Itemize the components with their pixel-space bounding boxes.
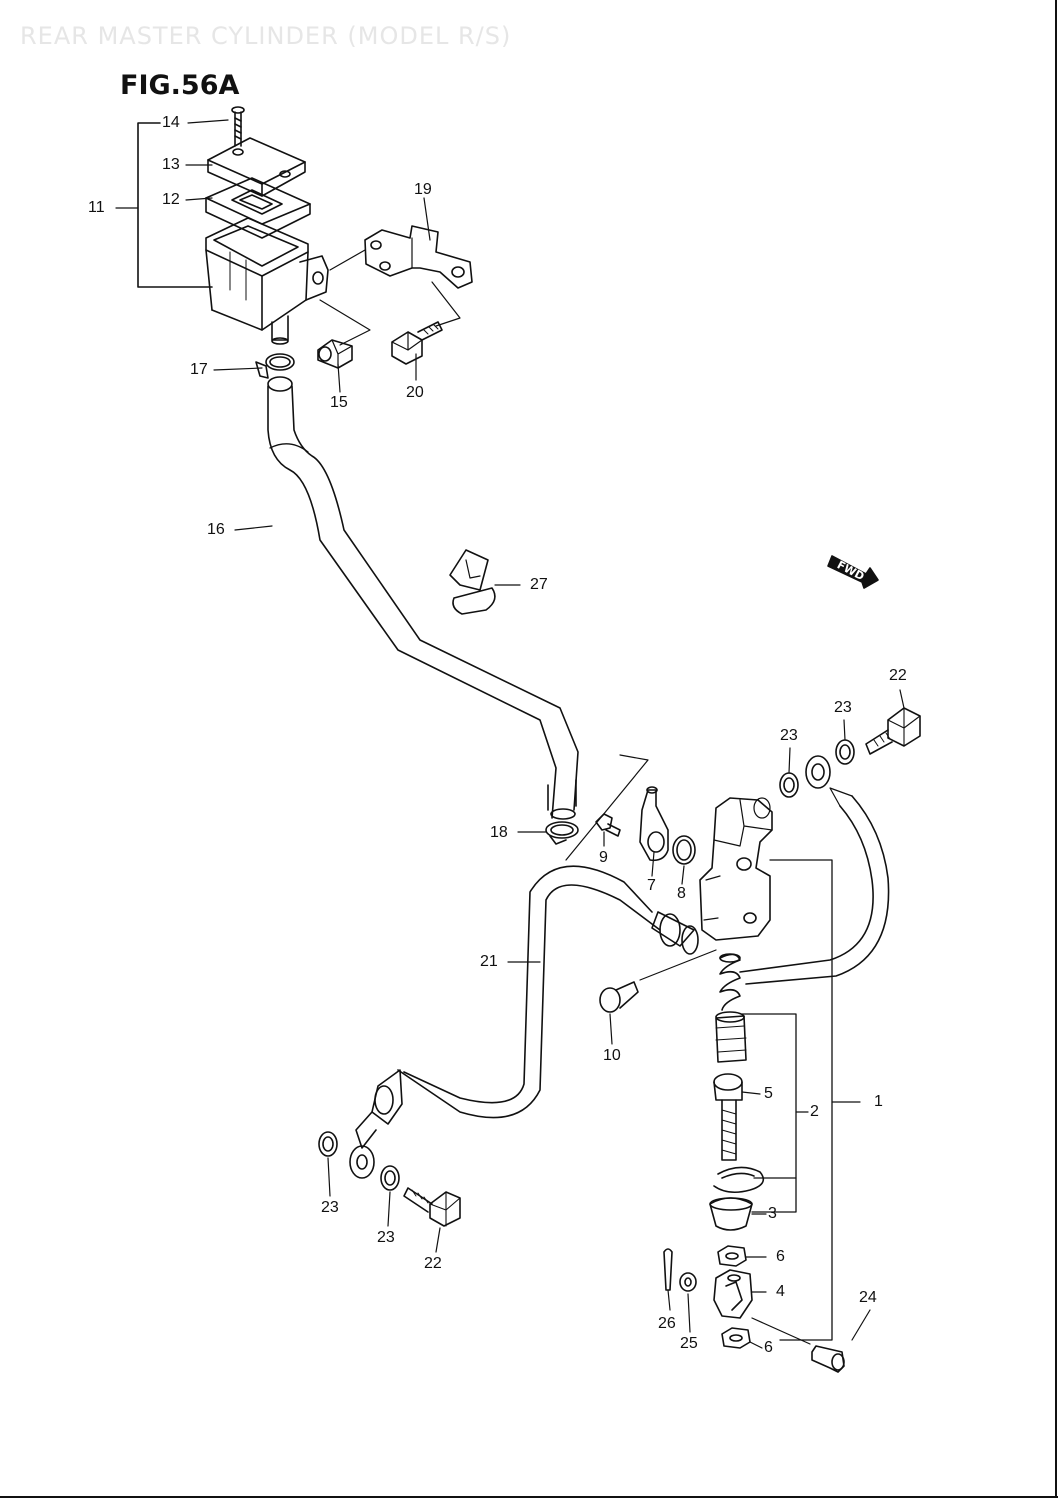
screw-14 xyxy=(231,106,245,147)
nut-6-lower xyxy=(721,1327,751,1349)
push-rod-5 xyxy=(713,1073,743,1161)
washer-23-upper-b xyxy=(779,772,799,798)
clevis-pin-24 xyxy=(751,1317,845,1373)
callout-14: 14 xyxy=(162,114,180,131)
hose-clamp-18 xyxy=(545,821,579,845)
callout-11: 11 xyxy=(88,199,105,216)
reservoir-cap-13 xyxy=(207,137,306,197)
callout-3: 3 xyxy=(768,1205,777,1222)
upper-brake-hose xyxy=(739,755,890,985)
piston-cup xyxy=(715,1011,747,1063)
faded-title: REAR MASTER CYLINDER (MODEL R/S) xyxy=(20,22,512,50)
master-cylinder-1 xyxy=(699,797,773,941)
clevis-4 xyxy=(713,1269,753,1319)
washer-23-lower-b xyxy=(380,1165,400,1191)
callout-4: 4 xyxy=(776,1283,785,1300)
leader-lines xyxy=(115,119,905,1349)
inlet-fitting-7 xyxy=(639,786,669,862)
circlip xyxy=(713,1166,765,1194)
callout-25: 25 xyxy=(680,1335,698,1352)
o-ring-8 xyxy=(672,835,696,865)
screw-10 xyxy=(599,949,717,1013)
callout-22-lower: 22 xyxy=(424,1255,442,1272)
hose-clip-27 xyxy=(449,549,496,615)
boot-3 xyxy=(709,1197,753,1231)
hose-clamp-17 xyxy=(255,353,295,379)
callout-23-upper-b: 23 xyxy=(780,727,798,744)
callout-16: 16 xyxy=(207,521,225,538)
reservoir-bracket-19 xyxy=(329,225,473,327)
washer-23-upper-a xyxy=(835,739,855,765)
callout-15: 15 xyxy=(330,394,348,411)
callout-5: 5 xyxy=(764,1085,773,1102)
figure-label: FIG.56A xyxy=(120,70,240,101)
washer-23-lower-a xyxy=(318,1131,338,1157)
callout-21: 21 xyxy=(480,953,498,970)
spring xyxy=(719,953,741,1011)
banjo-bolt-22-upper xyxy=(865,707,921,755)
reservoir-assembly xyxy=(137,106,371,346)
fwd-text: FWD xyxy=(835,558,867,583)
callout-23-lower-b: 23 xyxy=(377,1229,395,1246)
reservoir-body-11 xyxy=(205,217,329,345)
callout-20: 20 xyxy=(406,384,424,401)
fwd-arrow-icon: FWD xyxy=(827,555,879,589)
callout-12: 12 xyxy=(162,191,180,208)
screw-9 xyxy=(595,813,621,837)
callout-24: 24 xyxy=(859,1289,877,1306)
diaphragm-12 xyxy=(205,177,311,239)
cotter-pin-26 xyxy=(663,1248,673,1291)
callout-9: 9 xyxy=(599,849,608,866)
callout-10: 10 xyxy=(603,1047,621,1064)
bracket-bolt-20 xyxy=(391,321,443,365)
outlet-hose-21 xyxy=(349,865,699,1179)
callout-27: 27 xyxy=(530,576,548,593)
callout-19: 19 xyxy=(414,181,432,198)
callout-6-lower: 6 xyxy=(764,1339,773,1356)
callout-2: 2 xyxy=(810,1103,819,1120)
reservoir-hose-16 xyxy=(267,376,579,820)
callout-1: 1 xyxy=(874,1093,883,1110)
banjo-bolt-22-lower xyxy=(403,1187,461,1227)
callout-6-upper: 6 xyxy=(776,1248,785,1265)
callout-23-upper-a: 23 xyxy=(834,699,852,716)
callout-17: 17 xyxy=(190,361,208,378)
washer-25 xyxy=(679,1272,697,1292)
callout-13: 13 xyxy=(162,156,180,173)
callout-8: 8 xyxy=(677,885,686,902)
callout-26: 26 xyxy=(658,1315,676,1332)
callout-7: 7 xyxy=(647,877,656,894)
nut-6-upper xyxy=(717,1245,747,1267)
reservoir-bolt-15 xyxy=(317,339,353,369)
callout-22-upper: 22 xyxy=(889,667,907,684)
callout-18: 18 xyxy=(490,824,508,841)
callout-23-lower-a: 23 xyxy=(321,1199,339,1216)
